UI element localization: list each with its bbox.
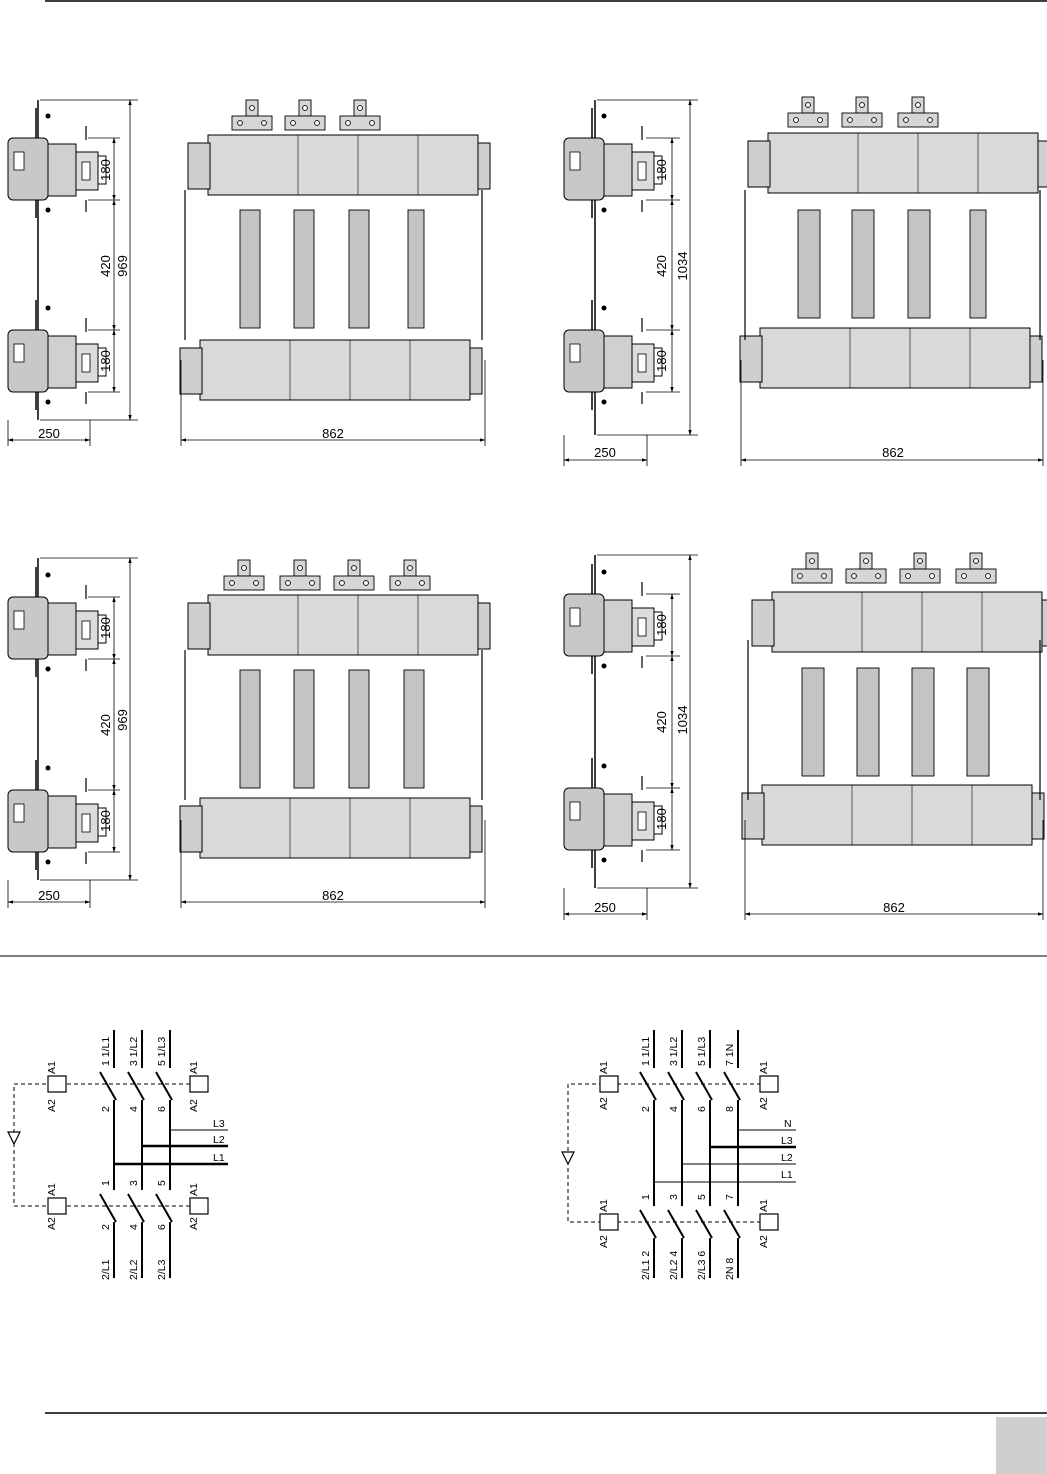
s3-lower-in-1: 1 — [100, 1180, 112, 1186]
s3-top-3: 5 1/L3 — [156, 1037, 168, 1066]
s3-coil-a2-tl: A2 — [46, 1099, 58, 1112]
s3-bottom-1: 2/L1 — [100, 1259, 112, 1280]
drawing-1-side-view — [8, 100, 106, 420]
s3-lower-out-3: 6 — [156, 1224, 168, 1230]
s3-lower-in-3: 5 — [156, 1180, 168, 1186]
s4-line-l2: L2 — [781, 1152, 793, 1164]
dim-1-middle: 420 — [98, 255, 113, 277]
dim-2-middle: 420 — [654, 255, 669, 277]
s4-lower-in-1: 1 — [640, 1194, 652, 1200]
drawing-2-front-view — [740, 97, 1047, 388]
s4-top-3: 5 1/L3 — [696, 1037, 708, 1066]
dim-1-top: 180 — [98, 159, 113, 181]
s4-upper-pole-2: 4 — [668, 1106, 680, 1112]
dim-4-middle: 420 — [654, 711, 669, 733]
s4-top-1: 1 1/L1 — [640, 1037, 652, 1066]
s4-line-l1: L1 — [781, 1169, 793, 1181]
s4-coil-a2-br: A2 — [758, 1235, 770, 1248]
s4-coil-a2-tl: A2 — [598, 1097, 610, 1110]
dim-1-width-front: 862 — [322, 426, 344, 441]
s4-coil-a1-tr: A1 — [758, 1061, 770, 1074]
drawing-3-front-view — [180, 560, 490, 858]
s3-coil-a1-tl: A1 — [46, 1061, 58, 1074]
s3-coil-a2-bl: A2 — [46, 1217, 58, 1230]
s3-lower-out-1: 2 — [100, 1224, 112, 1230]
s3-bottom-2: 2/L2 — [128, 1259, 140, 1280]
s3-lower-out-2: 4 — [128, 1224, 140, 1230]
dim-2-width-front: 862 — [882, 445, 904, 460]
s4-top-2: 3 1/L2 — [668, 1037, 680, 1066]
s4-lower-in-3: 5 — [696, 1194, 708, 1200]
s3-coil-a1-bl: A1 — [46, 1183, 58, 1196]
dim-3-middle: 420 — [98, 714, 113, 736]
s4-coil-a1-bl: A1 — [598, 1199, 610, 1212]
s4-top-4: 7 1N — [724, 1044, 736, 1066]
s3-bottom-3: 2/L3 — [156, 1259, 168, 1280]
s4-line-n: N — [784, 1118, 792, 1130]
dim-2-overall: 1034 — [675, 252, 690, 281]
s4-bottom-2: 2/L2 4 — [668, 1251, 680, 1280]
dim-1-overall: 969 — [115, 255, 130, 277]
dim-4-bottom: 180 — [654, 808, 669, 830]
dim-3-overall: 969 — [115, 709, 130, 731]
s3-upper-pole-3: 6 — [156, 1106, 168, 1112]
s3-coil-a2-tr: A2 — [188, 1099, 200, 1112]
dim-2-width-side: 250 — [594, 445, 616, 460]
dim-4-width-front: 862 — [883, 900, 905, 915]
s4-coil-a1-tl: A1 — [598, 1061, 610, 1074]
dim-4-top: 180 — [654, 614, 669, 636]
s4-coil-a2-tr: A2 — [758, 1097, 770, 1110]
page-corner-tab — [996, 1417, 1047, 1474]
dim-2-top: 180 — [654, 159, 669, 181]
dim-4-width-side: 250 — [594, 900, 616, 915]
s4-coil-a1-br: A1 — [758, 1199, 770, 1212]
s4-bottom-4: 2N 8 — [724, 1258, 736, 1280]
s3-line-l1: L1 — [213, 1152, 225, 1164]
s4-bottom-3: 2/L3 6 — [696, 1251, 708, 1280]
s4-lower-in-2: 3 — [668, 1194, 680, 1200]
s4-upper-pole-3: 6 — [696, 1106, 708, 1112]
s3-lower-in-2: 3 — [128, 1180, 140, 1186]
drawing-2-side-view — [564, 100, 662, 435]
dim-1-width-side: 250 — [38, 426, 60, 441]
drawing-1-front-view — [180, 100, 490, 400]
s3-top-2: 3 1/L2 — [128, 1037, 140, 1066]
drawing-4-front-view — [742, 553, 1047, 845]
drawing-3-side-view — [8, 558, 106, 880]
dim-3-width-front: 862 — [322, 888, 344, 903]
s3-top-1: 1 1/L1 — [100, 1037, 112, 1066]
s3-upper-pole-2: 4 — [128, 1106, 140, 1112]
s3-line-l3: L3 — [213, 1118, 225, 1130]
s3-coil-a1-br: A1 — [188, 1183, 200, 1196]
s3-coil-a2-br: A2 — [188, 1217, 200, 1230]
drawing-4-side-view — [564, 555, 662, 888]
s3-coil-a1-tr: A1 — [188, 1061, 200, 1074]
s4-lower-in-4: 7 — [724, 1194, 736, 1200]
dim-4-overall: 1034 — [675, 706, 690, 735]
dim-2-bottom: 180 — [654, 350, 669, 372]
s4-coil-a2-bl: A2 — [598, 1235, 610, 1248]
dim-3-bottom: 180 — [98, 810, 113, 832]
dim-3-top: 180 — [98, 617, 113, 639]
s3-line-l2: L2 — [213, 1134, 225, 1146]
dim-3-width-side: 250 — [38, 888, 60, 903]
s4-upper-pole-4: 8 — [724, 1106, 736, 1112]
s4-bottom-1: 2/L1 2 — [640, 1251, 652, 1280]
s3-upper-pole-1: 2 — [100, 1106, 112, 1112]
s4-line-l3: L3 — [781, 1135, 793, 1147]
dim-1-bottom: 180 — [98, 350, 113, 372]
s4-upper-pole-1: 2 — [640, 1106, 652, 1112]
